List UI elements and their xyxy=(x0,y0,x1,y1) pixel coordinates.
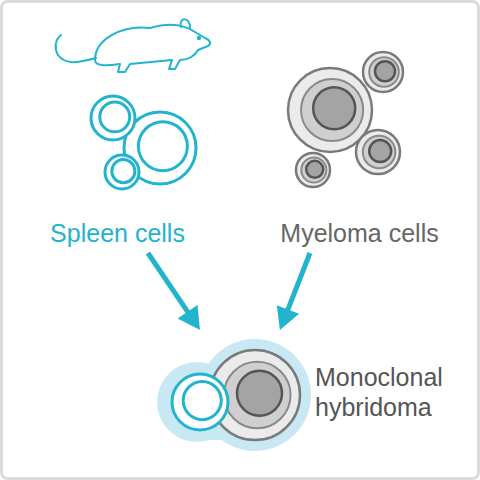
cell-group: Myeloma cells xyxy=(262,50,457,253)
cell-group: Spleen cells xyxy=(30,88,205,253)
cell-label: Spleen cells xyxy=(30,218,205,248)
fusion-glow xyxy=(157,339,311,451)
arrow-head xyxy=(277,305,299,330)
mouse-tail xyxy=(56,35,96,62)
cell-nucleus xyxy=(313,87,355,129)
cell-cytoplasm xyxy=(369,57,399,87)
cell-membrane xyxy=(105,155,139,189)
cell-nucleus xyxy=(183,382,221,420)
mouse-ear xyxy=(181,19,191,29)
arrow-shaft xyxy=(287,253,310,311)
fusion-arrow xyxy=(148,253,200,330)
cell-nucleus xyxy=(369,140,391,162)
cell-membrane xyxy=(172,374,228,430)
cell-nucleus xyxy=(138,122,187,171)
cell-membrane xyxy=(91,96,135,140)
spleen-cell xyxy=(105,155,139,189)
cell-membrane xyxy=(296,153,330,187)
cell-cytoplasm xyxy=(301,79,363,141)
arrow-head xyxy=(178,305,200,330)
cell-cytoplasm xyxy=(363,136,396,169)
cell-nucleus xyxy=(375,61,395,81)
cell-nucleus xyxy=(112,160,135,183)
mouse-eye xyxy=(198,37,200,39)
fusion-arrow xyxy=(277,253,310,330)
cell-cytoplasm xyxy=(301,157,326,182)
mouse-body xyxy=(95,25,210,72)
cell-label: Monoclonal hybridoma xyxy=(315,362,465,422)
cell-membrane xyxy=(363,52,403,92)
cell-nucleus xyxy=(237,371,282,416)
cell-nucleus xyxy=(306,161,323,178)
cell-nucleus xyxy=(100,102,130,132)
mouse-outline xyxy=(56,19,211,72)
cell-cytoplasm xyxy=(224,362,291,429)
arrow-shaft xyxy=(148,253,189,313)
myeloma-cell xyxy=(356,130,400,174)
cell-illustration xyxy=(150,330,470,455)
cell-membrane xyxy=(356,130,400,174)
spleen-cell xyxy=(172,374,228,430)
myeloma-cell xyxy=(363,52,403,92)
cell-group: Monoclonal hybridoma xyxy=(150,330,470,455)
spleen-cell xyxy=(91,96,135,140)
cell-label: Myeloma cells xyxy=(262,218,457,248)
myeloma-cell xyxy=(296,153,330,187)
